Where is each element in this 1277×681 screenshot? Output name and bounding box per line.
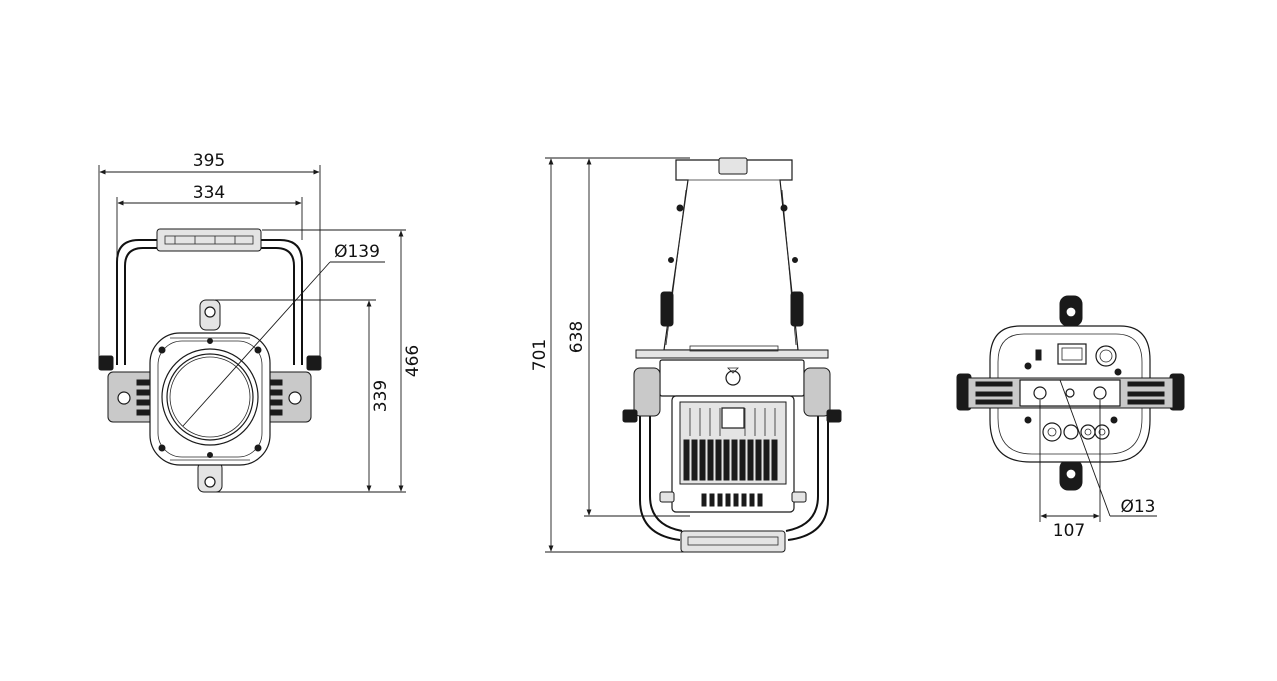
side-yoke-handle bbox=[680, 530, 786, 553]
dim-334-label: 334 bbox=[193, 183, 225, 203]
back-dimensions bbox=[1039, 379, 1157, 522]
front-left-knob bbox=[98, 355, 114, 371]
dim-339-label: 339 bbox=[371, 380, 391, 412]
side-left-bracket bbox=[633, 367, 661, 417]
side-right-zoom-knob bbox=[790, 291, 804, 327]
back-display bbox=[1057, 343, 1087, 365]
side-right-bracket bbox=[803, 367, 831, 417]
front-dimensions bbox=[98, 165, 406, 493]
back-bottom-knob bbox=[1059, 459, 1083, 491]
dim-lens-diameter-label: Ø139 bbox=[334, 242, 380, 262]
front-bottom-knob bbox=[197, 461, 223, 493]
front-lens bbox=[161, 348, 259, 446]
side-dimensions bbox=[545, 157, 690, 553]
dim-638-label: 638 bbox=[567, 321, 587, 353]
front-top-knob bbox=[199, 299, 221, 331]
front-yoke bbox=[116, 228, 303, 365]
dim-395-label: 395 bbox=[193, 151, 225, 171]
dim-701-label: 701 bbox=[530, 339, 550, 371]
dim-466-label: 466 bbox=[403, 345, 423, 377]
dim-107-label: 107 bbox=[1053, 521, 1085, 541]
back-view bbox=[956, 295, 1185, 491]
back-top-knob bbox=[1059, 295, 1083, 327]
side-lens-tube bbox=[663, 157, 799, 351]
side-top-rail bbox=[635, 349, 829, 359]
side-left-zoom-knob bbox=[660, 291, 674, 327]
front-view bbox=[98, 228, 322, 493]
front-right-knob bbox=[306, 355, 322, 371]
dim-connector-diameter-label: Ø13 bbox=[1120, 497, 1155, 517]
side-view bbox=[622, 157, 842, 553]
back-connectors bbox=[1042, 422, 1110, 442]
